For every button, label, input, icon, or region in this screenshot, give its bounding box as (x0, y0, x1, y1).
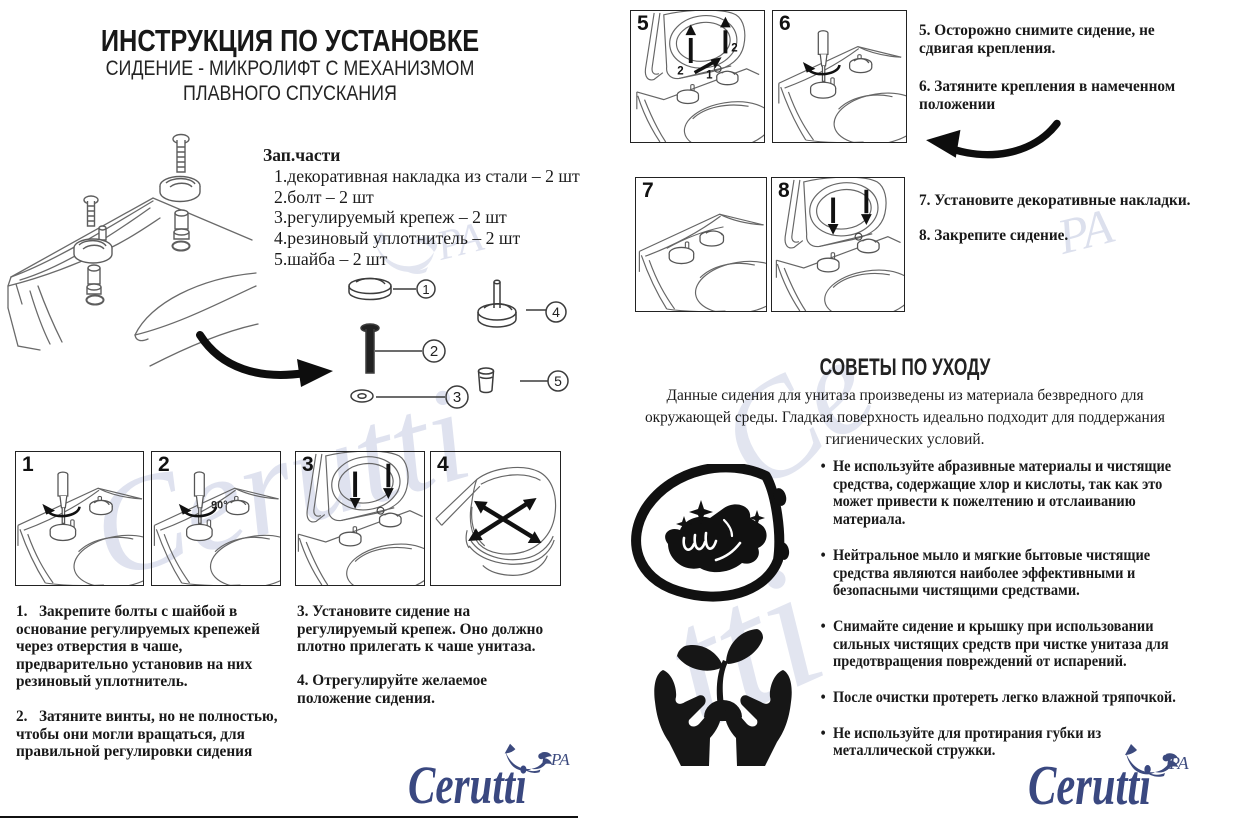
svg-text:90°: 90° (211, 500, 227, 512)
svg-text:2: 2 (430, 343, 438, 360)
svg-text:1: 1 (706, 69, 713, 81)
svg-text:4: 4 (552, 304, 560, 320)
svg-text:1: 1 (422, 282, 429, 297)
svg-text:2: 2 (731, 42, 737, 54)
svg-text:2: 2 (677, 66, 683, 78)
svg-text:5: 5 (554, 373, 562, 389)
svg-text:3: 3 (453, 389, 461, 406)
